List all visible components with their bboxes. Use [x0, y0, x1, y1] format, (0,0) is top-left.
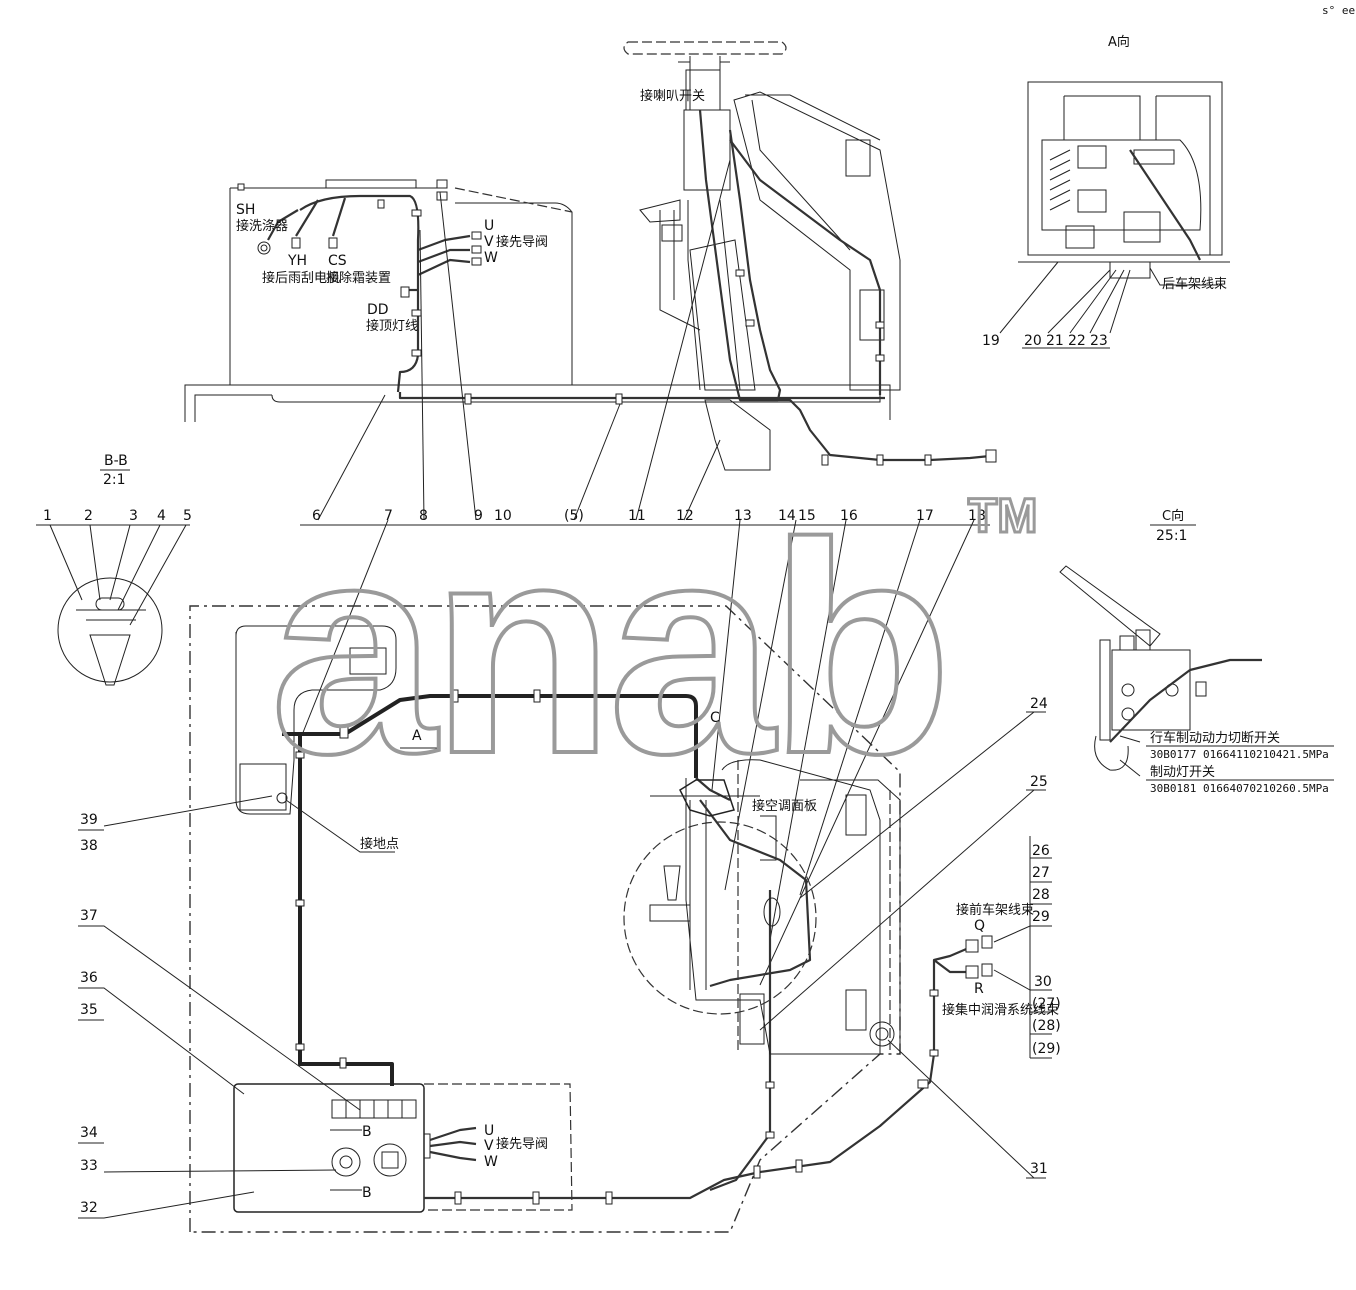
connector-sh: SH — [236, 202, 255, 218]
cab-floor-plan: A C 接地点 B B U V W 接先导阀 — [103, 605, 993, 1233]
callout-29-ref: (29) — [1032, 1041, 1061, 1057]
connector-ground: 接地点 — [360, 836, 399, 852]
bb-view: B-B 2:1 1 2 3 4 5 — [36, 453, 192, 686]
watermark-text: anab — [270, 480, 946, 816]
connector-horn: 接喇叭开关 — [640, 88, 705, 104]
callout-25: 25 — [1030, 774, 1048, 790]
callout-11: 11 — [628, 508, 646, 524]
connector-front-frame: 接前车架线束 — [956, 902, 1034, 918]
section-mark-c: C — [710, 710, 720, 726]
callout-28-ref: (28) — [1032, 1018, 1061, 1034]
callout-5-ref: (5) — [564, 508, 584, 524]
callout-20: 20 — [1024, 333, 1042, 349]
callout-27: 27 — [1032, 865, 1050, 881]
connector-uvw-bottom-desc: 接先导阀 — [496, 1136, 548, 1152]
connector-u-bottom: U — [484, 1123, 494, 1139]
callout-34: 34 — [80, 1125, 98, 1141]
connector-w-bottom: W — [484, 1154, 498, 1170]
callout-28: 28 — [1032, 887, 1050, 903]
brake-light-switch: 制动灯开关 — [1150, 765, 1215, 780]
callout-32: 32 — [80, 1200, 98, 1216]
callout-5: 5 — [183, 508, 192, 524]
watermark-tm: TM — [968, 490, 1037, 543]
callout-14: 14 — [778, 508, 796, 524]
c-view-title: C向 — [1162, 508, 1184, 524]
bb-view-title: B-B — [104, 453, 128, 469]
connector-u-top: U — [484, 218, 494, 234]
section-mark-b-bottom: B — [362, 1185, 372, 1201]
callout-38: 38 — [80, 838, 98, 854]
connector-dd: DD — [367, 302, 389, 318]
callout-17: 17 — [916, 508, 934, 524]
brake-light-code: 30B0181 01664070210260.5MPa — [1150, 782, 1329, 795]
a-view: A向 后车架线束 19 20 21 22 23 — [982, 34, 1230, 349]
callout-37: 37 — [80, 908, 98, 924]
callout-16: 16 — [840, 508, 858, 524]
front-frame-connectors: 接前车架线束 Q R 接集中润滑系统线束 26 27 28 29 30 (27)… — [759, 696, 1061, 1179]
callout-row: 6 7 8 9 10 (5) 11 12 13 14 15 16 17 18 — [299, 159, 990, 986]
callout-4: 4 — [157, 508, 166, 524]
callout-6: 6 — [312, 508, 321, 524]
brake-cutoff-code: 30B0177 01664110210421.5MPa — [1150, 748, 1329, 761]
section-mark-a: A — [412, 728, 422, 744]
connector-cs: CS — [328, 253, 347, 269]
callout-2: 2 — [84, 508, 93, 524]
connector-w-top: W — [484, 250, 498, 266]
c-view-scale: 25:1 — [1156, 528, 1187, 544]
callout-29: 29 — [1032, 909, 1050, 925]
callout-12: 12 — [676, 508, 694, 524]
left-callouts: 39 38 37 36 35 34 33 32 — [78, 812, 361, 1219]
a-view-title: A向 — [1108, 34, 1130, 50]
a-view-rear-frame: 后车架线束 — [1162, 276, 1227, 292]
connector-dd-desc: 接顶灯线 — [366, 318, 418, 334]
bb-view-scale: 2:1 — [103, 472, 126, 488]
connector-uvw-top-desc: 接先导阀 — [496, 234, 548, 250]
callout-23: 23 — [1090, 333, 1108, 349]
callout-7: 7 — [384, 508, 393, 524]
callout-31: 31 — [1030, 1161, 1048, 1177]
c-view: C向 25:1 行车制动动力切断开关 30B0177 0166411021042… — [1059, 508, 1334, 795]
connector-q: Q — [974, 918, 985, 934]
callout-26: 26 — [1032, 843, 1050, 859]
callout-1: 1 — [43, 508, 52, 524]
callout-22: 22 — [1068, 333, 1086, 349]
callout-15: 15 — [798, 508, 816, 524]
connector-cs-desc: 接除霜装置 — [326, 270, 391, 286]
callout-21: 21 — [1046, 333, 1064, 349]
callout-8: 8 — [419, 508, 428, 524]
callout-30: 30 — [1034, 974, 1052, 990]
callout-39: 39 — [80, 812, 98, 828]
callout-13: 13 — [734, 508, 752, 524]
connector-v-bottom: V — [484, 1138, 494, 1154]
callout-19: 19 — [982, 333, 1000, 349]
steering-column-assembly: 接喇叭开关 — [623, 41, 997, 471]
connector-r: R — [974, 981, 984, 997]
connector-ac-panel: 接空调面板 — [752, 798, 817, 814]
roof-harness-assembly: SH 接洗涤器 YH 接后雨刮电机 CS 接除霜装置 DD 接顶灯线 U V W… — [184, 179, 891, 422]
callout-36: 36 — [80, 970, 98, 986]
connector-v-top: V — [484, 234, 494, 250]
callout-3: 3 — [129, 508, 138, 524]
connector-yh-desc: 接后雨刮电机 — [262, 270, 340, 286]
callout-33: 33 — [80, 1158, 98, 1174]
callout-35: 35 — [80, 1002, 98, 1018]
section-mark-b-top: B — [362, 1124, 372, 1140]
connector-yh: YH — [287, 253, 307, 269]
callout-27-ref: (27) — [1032, 996, 1061, 1012]
callout-18: 18 — [968, 508, 986, 524]
corner-mark: s° ees — [1322, 4, 1356, 17]
brake-cutoff-switch: 行车制动动力切断开关 — [1150, 730, 1280, 746]
callout-24: 24 — [1030, 696, 1048, 712]
callout-9: 9 — [474, 508, 483, 524]
callout-10: 10 — [494, 508, 512, 524]
watermark: anab TM — [268, 478, 1039, 818]
connector-sh-desc: 接洗涤器 — [236, 218, 288, 234]
